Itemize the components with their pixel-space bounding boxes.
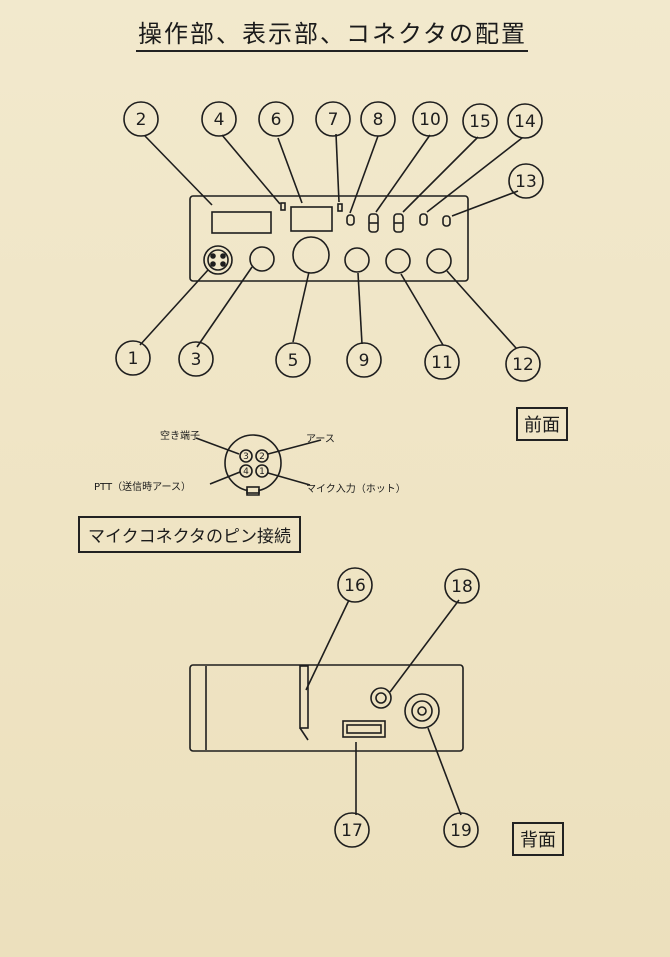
rear-leader-lines — [305, 599, 462, 816]
pin-4 — [239, 464, 253, 478]
mic-connector-diagram — [195, 434, 322, 496]
indicator-7 — [337, 203, 343, 212]
switch-14 — [419, 213, 428, 226]
callout-15: 15 — [469, 112, 491, 132]
knob-9 — [344, 247, 370, 273]
title-underline — [136, 50, 528, 52]
callout-9: 9 — [359, 351, 370, 371]
callout-18: 18 — [451, 577, 473, 597]
callout-7: 7 — [328, 110, 339, 130]
front-panel — [189, 195, 469, 282]
indicator-4 — [280, 202, 286, 211]
pin-numbers: 3 2 4 1 — [243, 452, 265, 477]
callout-17: 17 — [341, 821, 363, 841]
pin-1 — [255, 464, 269, 478]
callout-3: 3 — [191, 350, 202, 370]
callout-6: 6 — [271, 110, 282, 130]
mic-socket — [203, 245, 233, 275]
page-title: 操作部、表示部、コネクタの配置 — [138, 20, 528, 48]
pin-3-number: 3 — [243, 452, 249, 462]
callout-16: 16 — [344, 576, 366, 596]
front-label: 前面 — [516, 407, 568, 441]
callout-10: 10 — [419, 110, 441, 130]
meter-display — [290, 206, 333, 232]
pin-1-number: 1 — [259, 467, 265, 477]
pin-2 — [255, 449, 269, 463]
callout-8: 8 — [373, 110, 384, 130]
knob-3 — [249, 246, 275, 272]
pin-3 — [239, 449, 253, 463]
callout-12: 12 — [512, 355, 534, 375]
callout-1: 1 — [128, 349, 139, 369]
pin-2-label: アース — [306, 434, 335, 445]
callout-numbers: 2 4 6 7 8 10 15 14 13 1 3 5 9 11 12 16 1… — [128, 110, 537, 841]
rear-label: 背面 — [512, 822, 564, 856]
callout-4: 4 — [214, 110, 225, 130]
rear-panel — [189, 664, 464, 752]
callout-13: 13 — [515, 172, 537, 192]
front-panel-body — [189, 195, 469, 282]
accessory-socket — [342, 720, 386, 738]
mic-connector-face — [224, 434, 282, 492]
callout-2: 2 — [136, 110, 147, 130]
callout-11: 11 — [431, 353, 453, 373]
switch-8 — [346, 214, 355, 226]
callout-circles — [115, 101, 544, 848]
pin-1-label: マイク入力（ホット） — [306, 484, 406, 495]
pin-3-label: 空き端子 — [160, 431, 200, 442]
rear-panel-body — [189, 664, 464, 752]
antenna-connector — [404, 693, 440, 729]
pin-4-label: PTT（送信時アース） — [94, 482, 191, 493]
ext-speaker-jack — [370, 687, 392, 709]
mic-connector-title: マイクコネクタのピン接続 — [78, 516, 301, 553]
knob-5 — [292, 236, 330, 274]
pin-4-number: 4 — [243, 467, 249, 477]
pin-2-number: 2 — [259, 452, 265, 462]
callout-14: 14 — [514, 112, 536, 132]
knob-12 — [426, 248, 452, 274]
callout-5: 5 — [288, 351, 299, 371]
switch-13 — [442, 215, 451, 227]
front-leader-lines — [139, 133, 523, 349]
channel-display — [211, 211, 272, 234]
knob-11 — [385, 248, 411, 274]
rear-slot — [299, 665, 309, 729]
callout-19: 19 — [450, 821, 472, 841]
